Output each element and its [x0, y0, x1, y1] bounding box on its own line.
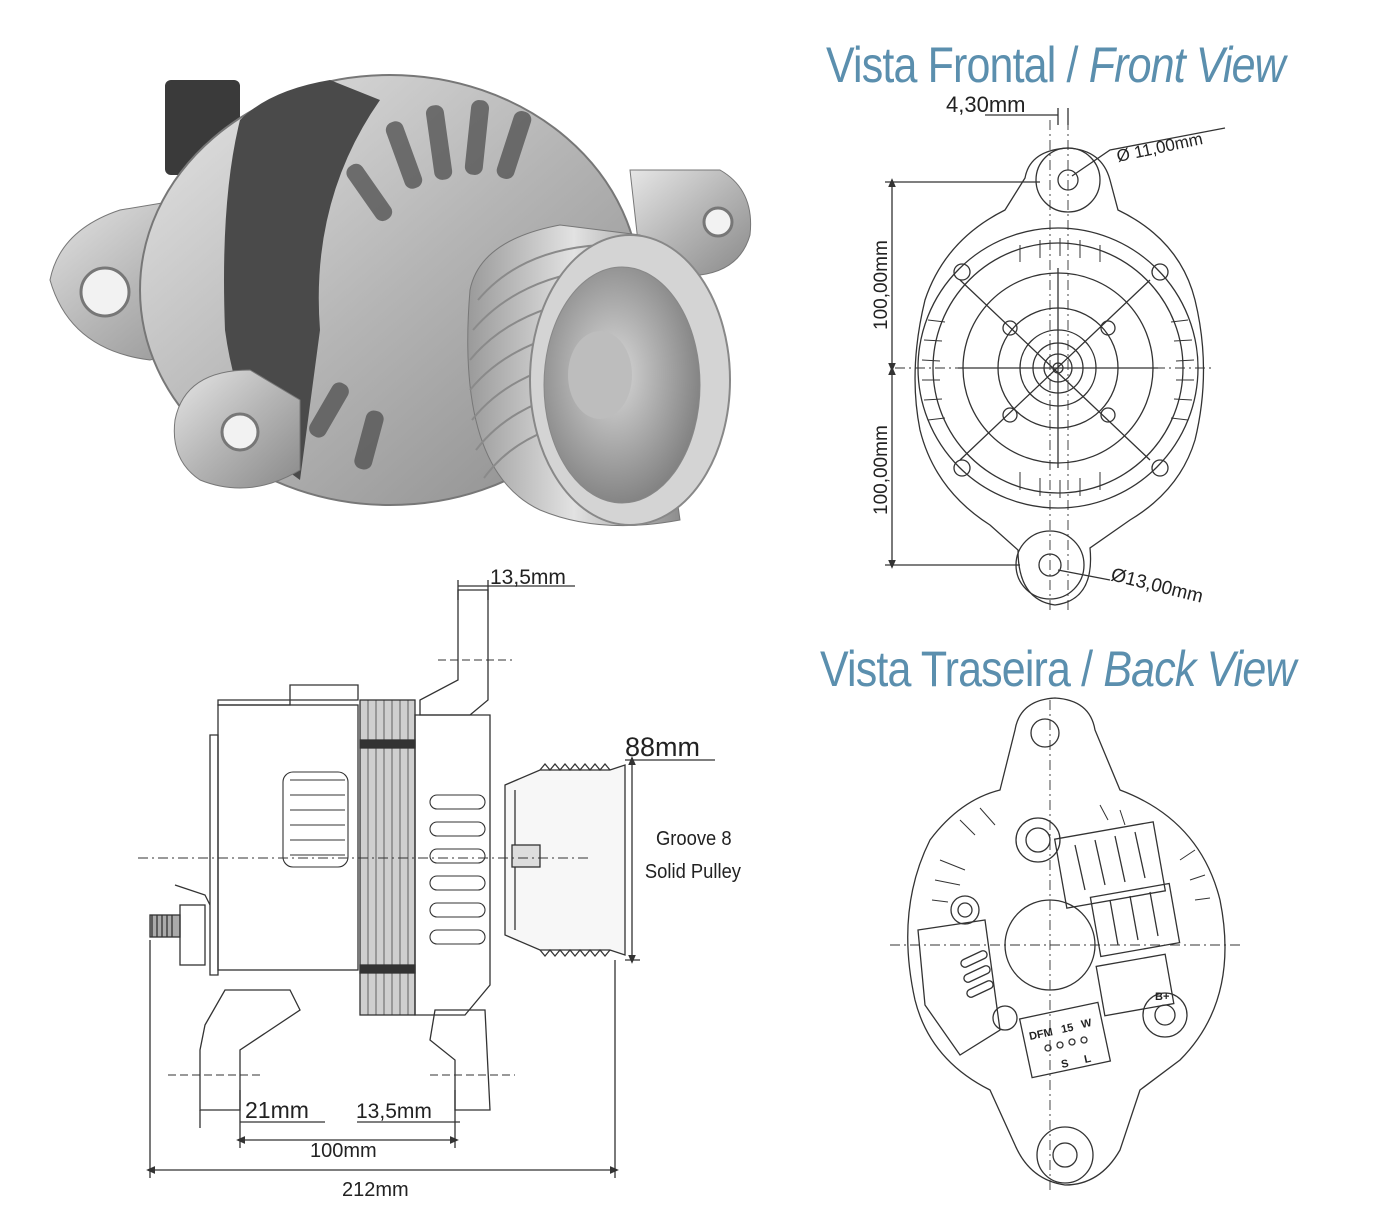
front-view-title-pt: Vista Frontal [826, 37, 1056, 93]
dim-upper-label: 100,00mm [871, 240, 892, 330]
alternator-photo [49, 74, 752, 527]
dim-lower-label: 100,00mm [871, 425, 892, 515]
pulley-note-groove: Groove 8 [656, 828, 732, 850]
front-view-drawing [885, 108, 1226, 610]
front-view-title: Vista Frontal / Front View [826, 36, 1286, 94]
terminal-s: S [1060, 1058, 1070, 1071]
back-view-title-sep: / [1081, 641, 1093, 697]
side-view-dim-labels: 13,5mm 88mm Groove 8 Solid Pulley 21mm 1… [245, 566, 741, 1201]
pulley-note-solid: Solid Pulley [645, 861, 741, 883]
back-view-title-en: Back View [1103, 641, 1296, 697]
terminal-15: 15 [1060, 1022, 1074, 1036]
dim-mount-span-label: 100mm [310, 1140, 377, 1162]
dim-foot-label: 21mm [245, 1097, 309, 1123]
back-view-title-pt: Vista Traseira [820, 641, 1071, 697]
dim-body-flange-label: 13,5mm [356, 1100, 432, 1123]
dim-pulley-diameter-label: 88mm [625, 732, 700, 762]
side-view-drawing [138, 580, 715, 1178]
terminal-dfm: DFM [1028, 1026, 1054, 1043]
back-view-drawing [890, 697, 1240, 1190]
dim-overall-label: 212mm [342, 1179, 409, 1201]
back-view-title: Vista Traseira / Back View [820, 640, 1296, 698]
terminal-w: W [1080, 1017, 1093, 1031]
terminal-b-plus: B+ [1155, 991, 1169, 1003]
pulley-photo [467, 224, 731, 527]
dim-offset-label: 4,30mm [946, 92, 1025, 117]
front-view-title-sep: / [1066, 37, 1079, 93]
terminal-l: L [1083, 1053, 1092, 1066]
dim-hole-bottom-label: Ø13,00mm [1109, 564, 1205, 607]
dim-hole-top-label: Ø 11,00mm [1115, 129, 1205, 166]
front-view-title-en: Front View [1088, 37, 1286, 93]
dim-flange-label: 13,5mm [490, 566, 566, 589]
back-view-terminal-labels: DFM 15 W S L B+ [1028, 991, 1169, 1071]
